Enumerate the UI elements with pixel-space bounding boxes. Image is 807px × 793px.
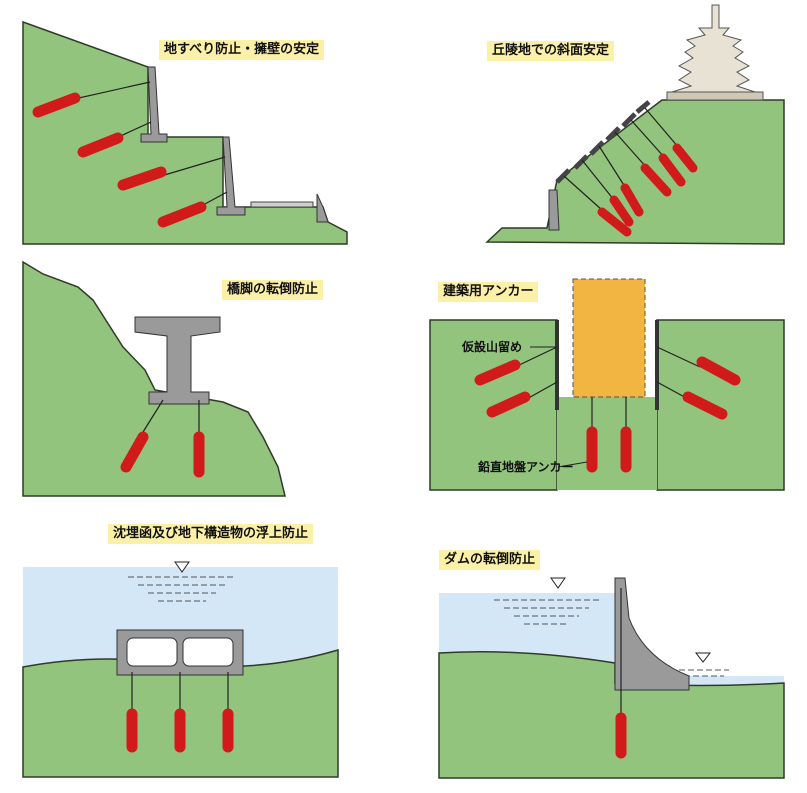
anchor-body <box>157 201 207 228</box>
temporary-shoring-label: 仮設山留め <box>462 340 523 354</box>
pagoda-base <box>666 91 764 101</box>
tendon <box>514 346 558 368</box>
panel-caption: 地すべり防止・擁壁の安定 <box>159 40 325 60</box>
dam-illustration <box>438 577 785 779</box>
tendon <box>630 119 666 159</box>
hillside-illustration <box>485 4 785 245</box>
tendon <box>614 131 648 169</box>
anchor-body <box>640 163 672 197</box>
toe-wall <box>548 189 560 231</box>
panel-bridge-pier: 橋脚の転倒防止 <box>22 260 347 497</box>
panel-caption: 建築用アンカー <box>438 282 539 302</box>
landslide-illustration <box>22 20 348 245</box>
panel-caption: 沈埋函及び地下構造物の浮上防止 <box>108 524 314 544</box>
ground-bottom <box>557 397 657 490</box>
water-level-marker-upstream <box>550 577 566 589</box>
tendon <box>142 399 164 433</box>
anchor-body <box>120 431 149 473</box>
anchor-body <box>486 391 531 418</box>
anchor-body <box>609 195 634 227</box>
tendon <box>656 346 701 368</box>
tendon <box>581 159 615 201</box>
panel-caption: 橋脚の転倒防止 <box>222 280 324 300</box>
ground-right <box>656 319 785 491</box>
water-ripples <box>494 599 729 677</box>
retaining-wall-lower <box>216 136 246 216</box>
tendon <box>563 175 603 211</box>
panel-immersed-tunnel: 沈埋函及び地下構造物の浮上防止 <box>22 522 339 778</box>
anchor-body <box>696 356 741 386</box>
panel-dam-overturning: ダムの転倒防止 <box>438 548 785 779</box>
ground-bed <box>438 651 785 779</box>
ground-left <box>429 319 558 491</box>
anchor-body <box>682 391 728 420</box>
tendon <box>644 107 680 149</box>
anchor-body <box>658 153 686 187</box>
water-ripples <box>128 576 236 602</box>
panel-building-anchor: 建築用アンカー 仮設山留め 鉛直地盤アンカー <box>429 262 785 491</box>
anchor-body <box>620 183 644 217</box>
anchor-body <box>474 359 521 386</box>
building-anchor-illustration <box>429 278 785 491</box>
anchor-body <box>77 132 124 158</box>
retaining-wall-upper <box>140 66 168 143</box>
tendon <box>598 145 628 191</box>
leader-line <box>557 461 588 468</box>
panel-landslide-retaining-wall: 地すべり防止・擁壁の安定 <box>22 20 348 245</box>
anchor-body <box>32 92 81 118</box>
ground-slope <box>485 99 785 245</box>
bridge-pier-illustration <box>22 260 286 497</box>
sheet-pile-left <box>555 320 559 410</box>
immersed-tunnel-illustration <box>22 561 339 778</box>
panel-caption: 丘陵地での斜面安定 <box>487 41 615 61</box>
water-level-marker <box>174 561 190 573</box>
pier-structure <box>134 316 221 405</box>
dam-body <box>614 577 690 691</box>
pagoda <box>671 4 756 93</box>
panel-hillside-slope: 丘陵地での斜面安定 <box>485 0 785 245</box>
anchor-body <box>597 207 632 237</box>
anchor-body <box>117 166 167 191</box>
building-volume <box>572 278 646 398</box>
tunnel-cell-right <box>182 637 234 667</box>
tunnel-cell-left <box>126 637 178 667</box>
roadside-wall <box>316 193 329 223</box>
sheet-pile-right <box>655 320 659 410</box>
anchor-body <box>672 143 698 173</box>
fence <box>250 201 314 208</box>
water-level-marker-downstream <box>694 652 712 663</box>
panel-caption: ダムの転倒防止 <box>439 550 541 570</box>
slope-frames <box>555 100 651 184</box>
vertical-ground-anchor-label: 鉛直地盤アンカー <box>478 460 574 474</box>
